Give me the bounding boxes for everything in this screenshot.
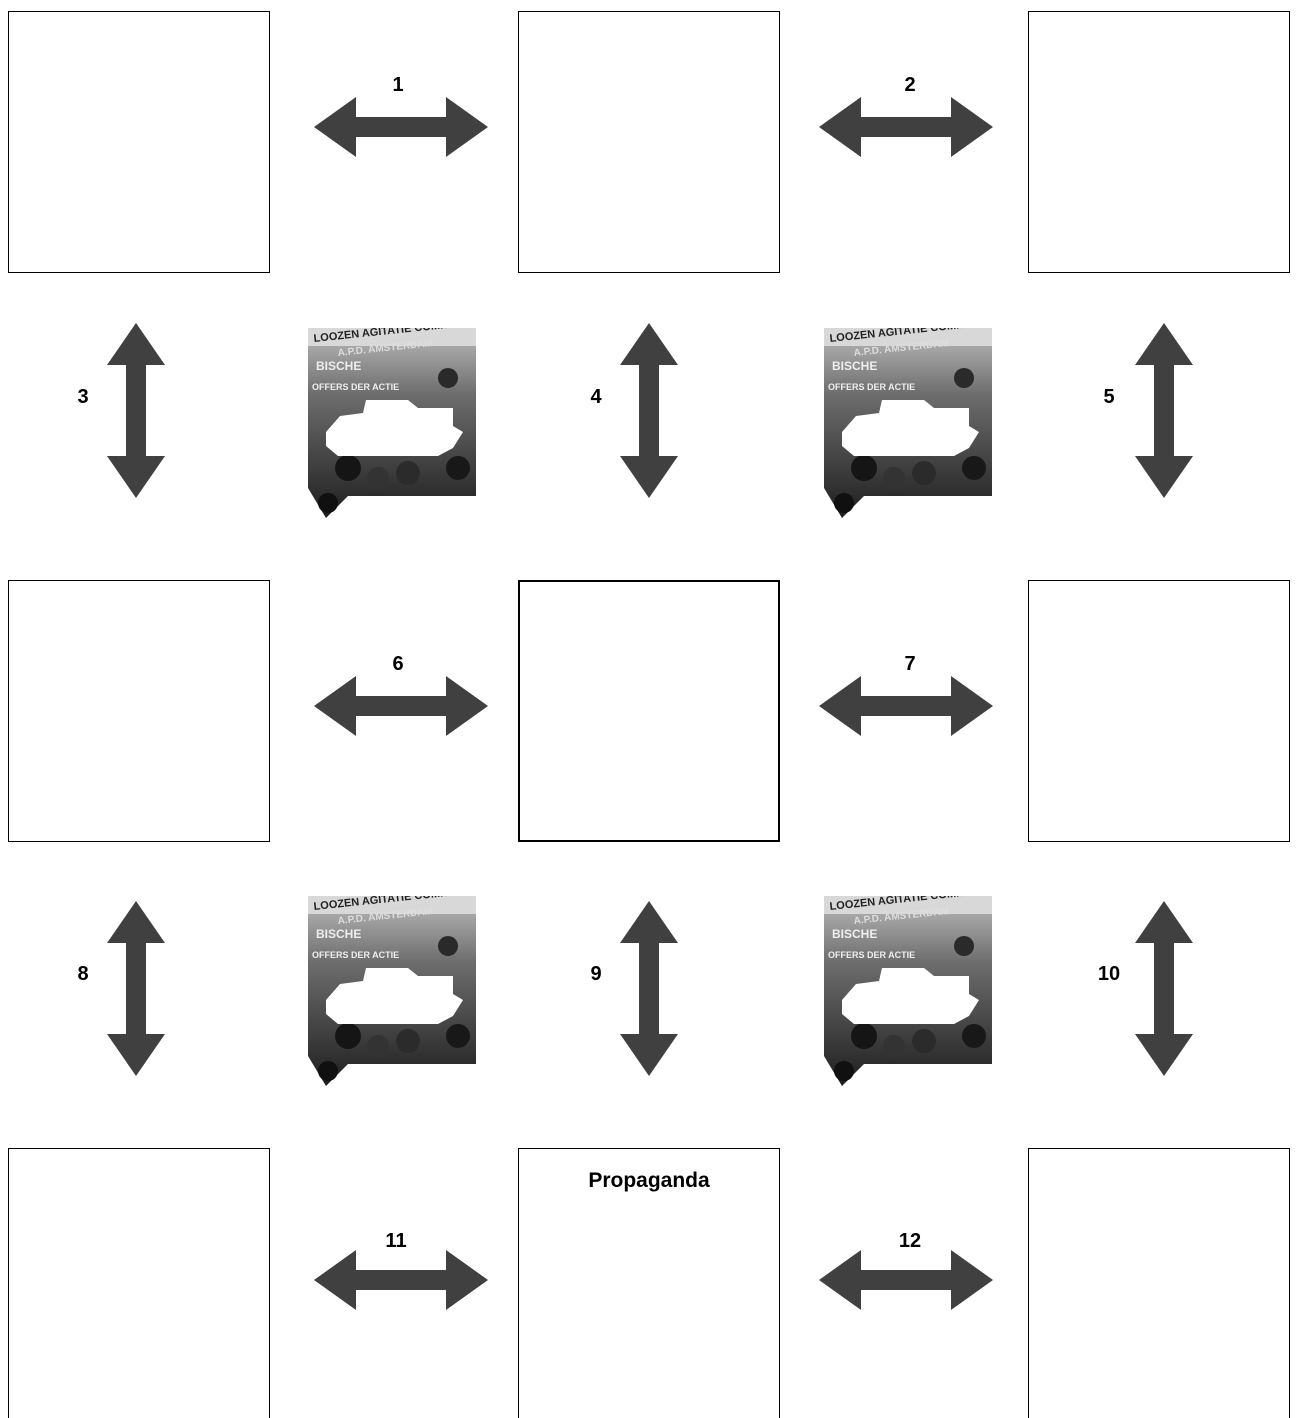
link-number: 2 [904,74,916,96]
double-arrow-horizontal-icon [314,676,488,736]
link-number: 11 [385,1230,407,1252]
link-number: 1 [392,74,404,96]
svg-text:BISCHE: BISCHE [832,359,877,373]
propaganda-label: Propaganda [588,1169,710,1192]
double-arrow-horizontal-icon [819,676,993,736]
link-number: 8 [77,963,89,985]
link-number: 10 [1097,963,1121,985]
link-number: 12 [898,1230,922,1252]
diagram-box [518,11,780,273]
diagram-box [1028,1148,1290,1418]
double-arrow-vertical-icon [620,323,678,498]
svg-text:OFFERS DER ACTIE: OFFERS DER ACTIE [828,382,915,392]
link-number: 7 [904,653,916,675]
double-arrow-vertical-icon [620,901,678,1076]
tank-protest-photo-icon: LOOZEN AGITATIE COMITÉ A.P.D. AMSTERDAM … [308,328,476,518]
propaganda-box: Propaganda [518,1148,780,1418]
svg-text:OFFERS DER ACTIE: OFFERS DER ACTIE [828,950,915,960]
svg-text:BISCHE: BISCHE [832,927,877,941]
double-arrow-vertical-icon [107,323,165,498]
double-arrow-horizontal-icon [819,1250,993,1310]
double-arrow-horizontal-icon [819,97,993,157]
double-arrow-vertical-icon [1135,901,1193,1076]
link-number: 9 [590,963,602,985]
diagram-box [8,11,270,273]
link-number: 4 [590,386,602,408]
double-arrow-vertical-icon [107,901,165,1076]
svg-text:BISCHE: BISCHE [316,359,361,373]
link-number: 3 [77,386,89,408]
tank-protest-photo-icon: LOOZEN AGITATIE COMITÉ A.P.D. AMSTERDAM … [308,896,476,1086]
link-number: 5 [1103,386,1115,408]
tank-protest-photo-icon: LOOZEN AGITATIE COMITÉ A.P.D. AMSTERDAM … [824,328,992,518]
tank-protest-photo-icon: LOOZEN AGITATIE COMITÉ A.P.D. AMSTERDAM … [824,896,992,1086]
svg-text:OFFERS DER ACTIE: OFFERS DER ACTIE [312,950,399,960]
svg-text:OFFERS DER ACTIE: OFFERS DER ACTIE [312,382,399,392]
diagram-box [1028,11,1290,273]
double-arrow-horizontal-icon [314,1250,488,1310]
svg-text:BISCHE: BISCHE [316,927,361,941]
diagram-box [8,580,270,842]
diagram-box [1028,580,1290,842]
double-arrow-horizontal-icon [314,97,488,157]
diagram-box [518,580,780,842]
diagram-box [8,1148,270,1418]
link-number: 6 [392,653,404,675]
double-arrow-vertical-icon [1135,323,1193,498]
